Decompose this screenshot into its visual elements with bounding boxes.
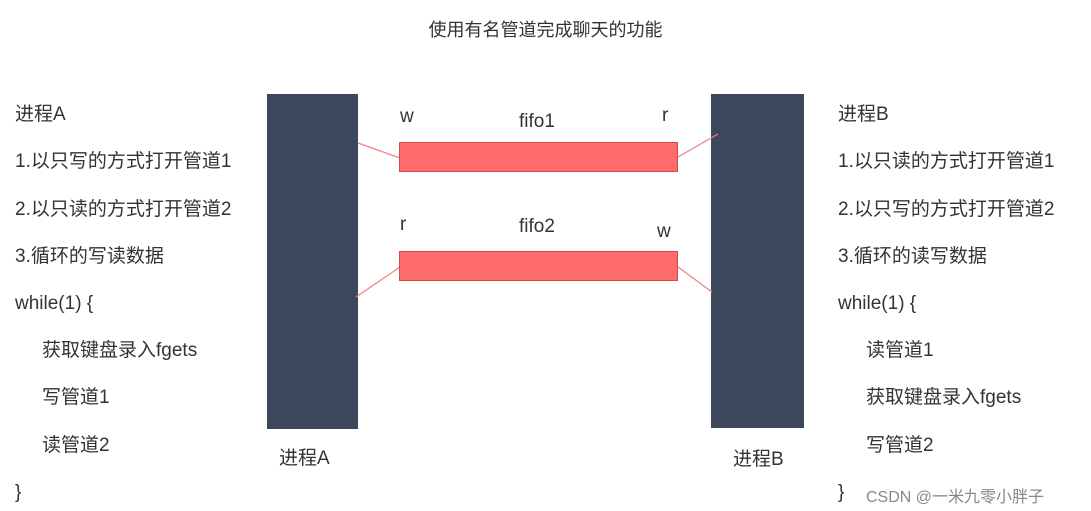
fifo2-left-mode: r (400, 214, 407, 235)
process-b-label: 进程B (733, 449, 784, 470)
process-a-code: } (15, 482, 22, 503)
fifo1-left-mode: w (400, 106, 414, 127)
watermark: CSDN @一米九零小胖子 (866, 489, 1045, 506)
process-a-code: 写管道1 (42, 387, 110, 408)
process-a-code: while(1) { (15, 293, 94, 314)
process-b-step: 2.以只写的方式打开管道2 (838, 199, 1055, 220)
diagram-title: 使用有名管道完成聊天的功能 (428, 20, 663, 40)
process-b-code: 读管道1 (866, 340, 934, 361)
process-a-code: 读管道2 (42, 435, 110, 456)
process-a-label: 进程A (279, 448, 330, 469)
process-a-step: 2.以只读的方式打开管道2 (15, 199, 232, 220)
fifo2-name: fifo2 (519, 216, 555, 237)
process-b-bar (711, 94, 804, 428)
fifo1-pipe (399, 142, 678, 172)
process-b-code: 获取键盘录入fgets (866, 387, 1022, 408)
process-b-code: 写管道2 (866, 435, 934, 456)
fifo1-name: fifo1 (519, 111, 555, 132)
process-a-step: 1.以只写的方式打开管道1 (15, 151, 232, 172)
process-b-heading: 进程B (838, 104, 889, 125)
fifo2-right-connector (677, 266, 713, 293)
process-b-code: while(1) { (838, 293, 917, 314)
process-b-step: 1.以只读的方式打开管道1 (838, 151, 1055, 172)
fifo1-left-connector (357, 142, 401, 159)
process-a-bar (267, 94, 358, 429)
fifo2-pipe (399, 251, 678, 281)
process-a-code: 获取键盘录入fgets (42, 340, 198, 361)
process-a-step: 3.循环的写读数据 (15, 246, 164, 267)
fifo2-right-mode: w (657, 221, 671, 242)
fifo1-right-mode: r (662, 105, 669, 126)
process-b-step: 3.循环的读写数据 (838, 246, 987, 267)
fifo2-left-connector (355, 266, 401, 298)
process-b-code: } (838, 482, 845, 503)
fifo1-right-connector (677, 133, 719, 158)
process-a-heading: 进程A (15, 104, 66, 125)
